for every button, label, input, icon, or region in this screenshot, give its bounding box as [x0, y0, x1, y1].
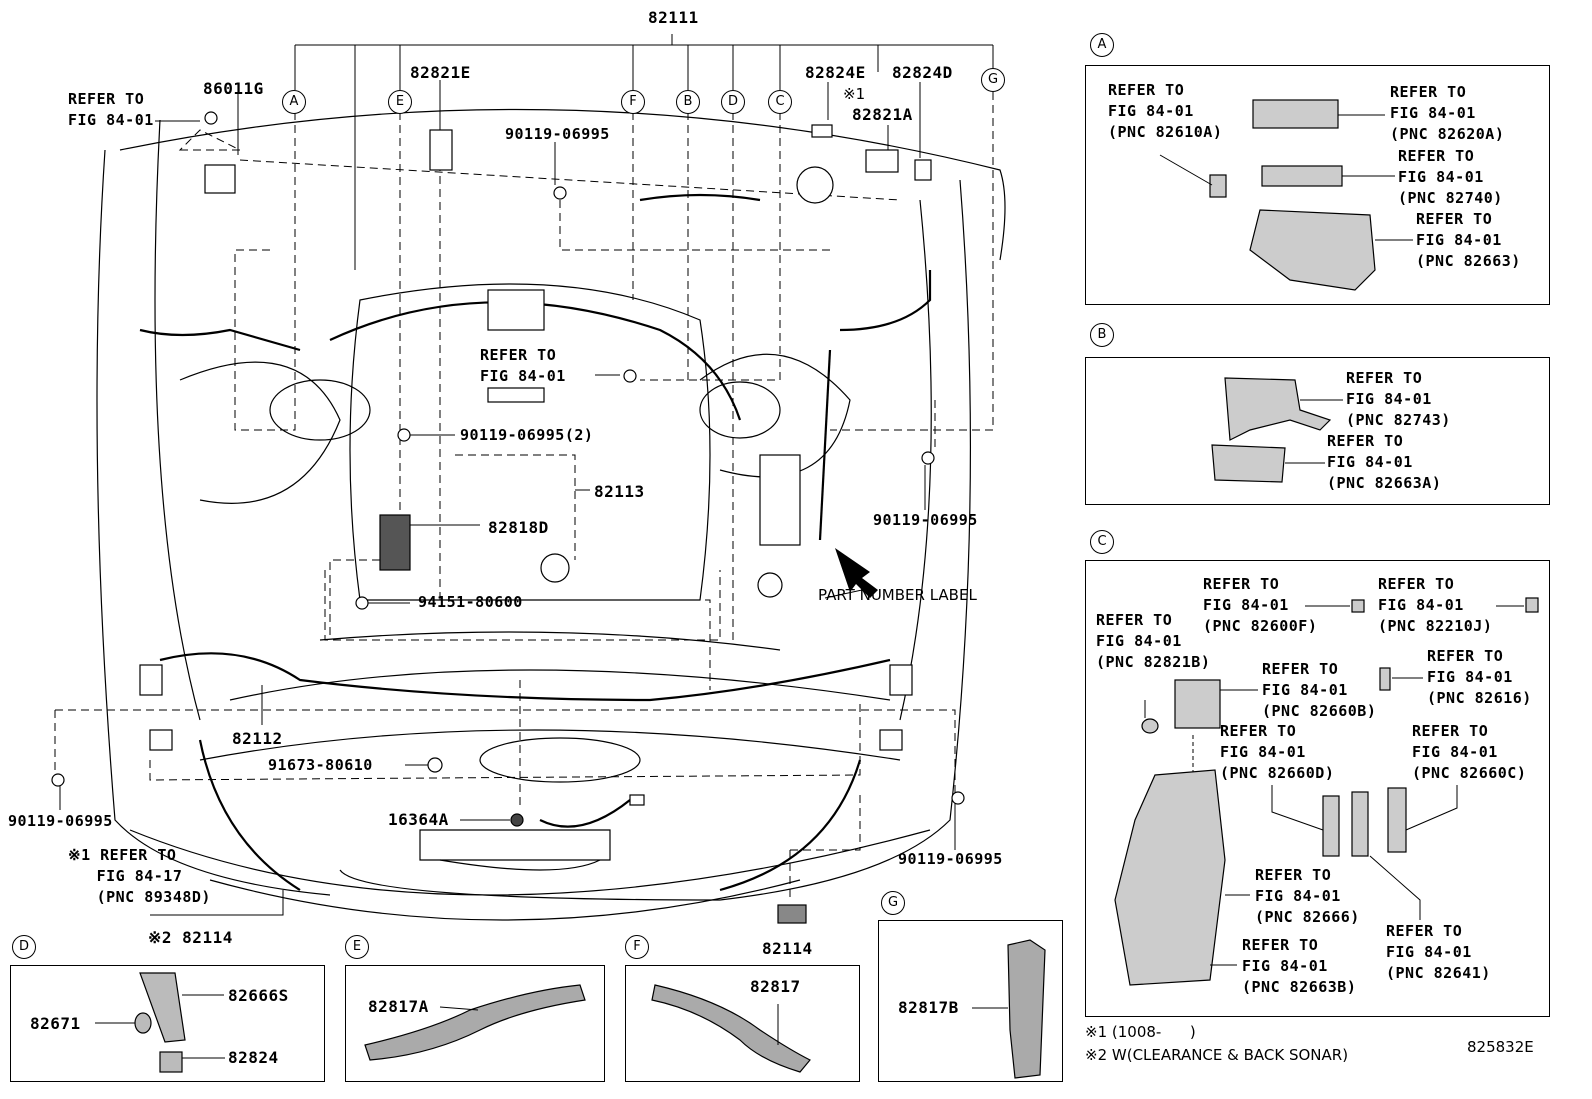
panel-a-box [1085, 65, 1550, 305]
body-right-outline [719, 179, 972, 901]
clip-94151-80600: 94151-80600 [418, 593, 523, 611]
label-82821a: 82821A [852, 105, 913, 124]
label-82821e: 82821E [410, 63, 471, 82]
inset-g-box [878, 920, 1063, 1082]
footnote-1: ※1 (1008- ) [1085, 1023, 1196, 1041]
inset-d-82671: 82671 [30, 1014, 81, 1033]
panel-c-refer-82821b: REFER TO FIG 84-01 (PNC 82821B) [1096, 611, 1211, 671]
label-82114-left: ※2 82114 [148, 928, 233, 947]
bolt-90119-top: 90119-06995 [505, 125, 610, 143]
panel-c-box [1085, 560, 1550, 1017]
callout-c: C [768, 90, 792, 114]
label-82112: 82112 [232, 729, 283, 748]
bolt-90119-left: 90119-06995 [8, 812, 113, 830]
panel-c-refer-82660b: REFER TO FIG 84-01 (PNC 82660B) [1262, 660, 1377, 720]
inset-e-box [345, 965, 605, 1082]
bolt-90119-center: 90119-06995(2) [460, 426, 594, 444]
engine-block [349, 283, 711, 601]
refer-topleft: REFER TO FIG 84-01 [68, 90, 154, 129]
bolt-90119-bottom-right: 90119-06995 [898, 850, 1003, 868]
bolt-90119-right: 90119-06995 [873, 511, 978, 529]
panel-a-refer-82740: REFER TO FIG 84-01 (PNC 82740) [1398, 147, 1503, 207]
label-82818d: 82818D [488, 518, 549, 537]
inset-d-box [10, 965, 325, 1082]
protector-82817a [364, 984, 586, 1061]
label-82824e: 82824E [805, 63, 866, 82]
label-86011g: 86011G [203, 79, 264, 98]
panel-c-refer-82616: REFER TO FIG 84-01 (PNC 82616) [1427, 647, 1532, 707]
inset-e-tag: E [345, 935, 369, 959]
panel-c-refer-82641: REFER TO FIG 84-01 (PNC 82641) [1386, 922, 1491, 982]
part-label-arrow [835, 548, 878, 598]
note1-mark: ※1 [843, 85, 866, 103]
label-82113: 82113 [594, 482, 645, 501]
refer-center: REFER TO FIG 84-01 [480, 346, 566, 385]
panel-c-refer-82600f: REFER TO FIG 84-01 (PNC 82600F) [1203, 575, 1318, 635]
body-left-outline [96, 149, 331, 896]
panel-c-refer-82210j: REFER TO FIG 84-01 (PNC 82210J) [1378, 575, 1493, 635]
panel-a-tag: A [1090, 33, 1114, 57]
inset-d-82666s: 82666S [228, 986, 289, 1005]
inset-f-tag: F [625, 935, 649, 959]
callout-b: B [676, 90, 700, 114]
callout-d: D [721, 90, 745, 114]
inset-g-tag: G [881, 891, 905, 915]
panel-b-box [1085, 357, 1550, 505]
hood-outline [119, 108, 1006, 261]
wire-harness [329, 301, 742, 421]
panel-c-refer-82660d: REFER TO FIG 84-01 (PNC 82660D) [1220, 722, 1335, 782]
callout-e: E [388, 90, 412, 114]
inset-d-tag: D [12, 935, 36, 959]
panel-b-refer-82663a: REFER TO FIG 84-01 (PNC 82663A) [1327, 432, 1442, 492]
protector-82817b [1007, 939, 1046, 1079]
callout-f: F [621, 90, 645, 114]
protector-82817 [651, 984, 811, 1073]
label-82824d: 82824D [892, 63, 953, 82]
harness-82111-label: 82111 [648, 8, 699, 27]
inset-f-82817: 82817 [750, 977, 801, 996]
panel-b-tag: B [1090, 323, 1114, 347]
callout-a: A [282, 90, 306, 114]
inset-e-82817a: 82817A [368, 997, 429, 1016]
panel-a-refer-82620a: REFER TO FIG 84-01 (PNC 82620A) [1390, 83, 1505, 143]
panel-c-refer-82666: REFER TO FIG 84-01 (PNC 82666) [1255, 866, 1360, 926]
label-82114-right: 82114 [762, 939, 813, 958]
panel-c-refer-82660c: REFER TO FIG 84-01 (PNC 82660C) [1412, 722, 1527, 782]
footnote-2: ※2 W(CLEARANCE & BACK SONAR) [1085, 1046, 1349, 1064]
panel-c-tag: C [1090, 530, 1114, 554]
panel-a-refer-82610a: REFER TO FIG 84-01 (PNC 82610A) [1108, 81, 1223, 141]
panel-b-refer-82743: REFER TO FIG 84-01 (PNC 82743) [1346, 369, 1451, 429]
callout-g: G [981, 68, 1005, 92]
inset-d-82824: 82824 [228, 1048, 279, 1067]
refer-bottomleft: ※1 REFER TO FIG 84-17 (PNC 89348D) [68, 846, 211, 906]
panel-c-refer-82663b: REFER TO FIG 84-01 (PNC 82663B) [1242, 936, 1357, 996]
inset-f-box [625, 965, 860, 1082]
clip-91673-80610: 91673-80610 [268, 756, 373, 774]
part-number-label: PART NUMBER LABEL [818, 586, 977, 604]
label-16364a: 16364A [388, 810, 449, 829]
panel-a-refer-82663: REFER TO FIG 84-01 (PNC 82663) [1416, 210, 1521, 270]
inset-g-82817b: 82817B [898, 998, 959, 1017]
figure-code: 825832E [1467, 1038, 1534, 1056]
